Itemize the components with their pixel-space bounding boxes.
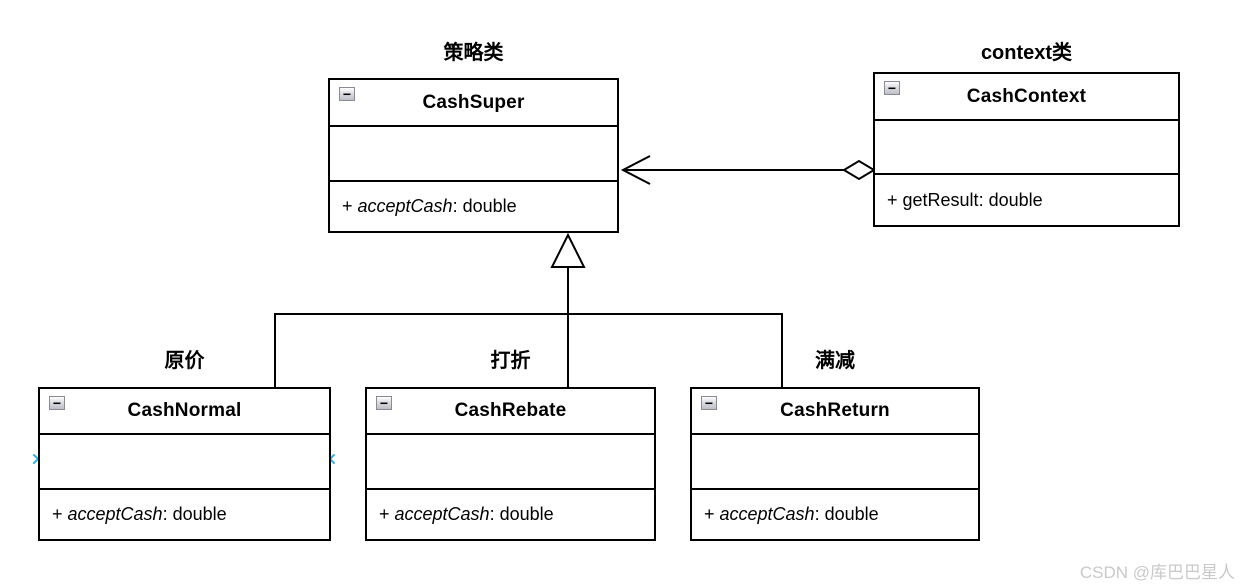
class-header: − CashContext bbox=[875, 74, 1178, 119]
aggregation-diamond-icon bbox=[842, 159, 876, 181]
class-header: − CashNormal bbox=[40, 389, 329, 433]
method-label: + acceptCash: double bbox=[379, 504, 554, 524]
class-name: CashReturn bbox=[780, 400, 890, 421]
collapse-icon[interactable]: − bbox=[49, 396, 65, 410]
class-box-cashnormal[interactable]: − CashNormal + acceptCash: double bbox=[38, 387, 331, 541]
caption-original-price: 原价 bbox=[164, 350, 205, 372]
collapse-icon[interactable]: − bbox=[376, 396, 392, 410]
open-arrowhead-icon bbox=[620, 155, 651, 185]
class-box-cashcontext[interactable]: − CashContext + getResult: double bbox=[873, 72, 1180, 227]
class-header: − CashReturn bbox=[692, 389, 978, 433]
caption-strategy-class: 策略类 bbox=[443, 42, 504, 64]
methods-compartment: + acceptCash: double bbox=[367, 488, 654, 539]
class-header: − CashSuper bbox=[330, 80, 617, 125]
aggregation-connector bbox=[620, 155, 876, 185]
collapse-icon[interactable]: − bbox=[339, 87, 355, 101]
class-name: CashRebate bbox=[454, 400, 567, 421]
class-name: CashContext bbox=[966, 85, 1087, 107]
attributes-compartment bbox=[692, 433, 978, 488]
caption-full-reduction: 满减 bbox=[815, 350, 855, 372]
method-label: + acceptCash: double bbox=[52, 504, 227, 524]
class-box-cashrebate[interactable]: − CashRebate + acceptCash: double bbox=[365, 387, 656, 541]
attributes-compartment bbox=[875, 119, 1178, 173]
methods-compartment: + acceptCash: double bbox=[330, 180, 617, 231]
methods-compartment: + getResult: double bbox=[875, 173, 1178, 225]
inheritance-triangle-icon bbox=[550, 232, 586, 268]
attributes-compartment bbox=[330, 125, 617, 180]
attributes-compartment bbox=[367, 433, 654, 488]
method-label: + acceptCash: double bbox=[704, 504, 879, 524]
method-label: + acceptCash: double bbox=[342, 196, 517, 216]
class-box-cashreturn[interactable]: − CashReturn + acceptCash: double bbox=[690, 387, 980, 541]
csdn-watermark: CSDN @库巴巴星人 bbox=[1079, 563, 1235, 582]
caption-context-class: context类 bbox=[980, 42, 1073, 64]
class-box-cashsuper[interactable]: − CashSuper + acceptCash: double bbox=[328, 78, 619, 233]
caption-discount: 打折 bbox=[490, 350, 531, 372]
methods-compartment: + acceptCash: double bbox=[40, 488, 329, 539]
attributes-compartment bbox=[40, 433, 329, 488]
method-label: + getResult: double bbox=[887, 189, 1043, 210]
class-name: CashSuper bbox=[422, 91, 525, 113]
methods-compartment: + acceptCash: double bbox=[692, 488, 978, 539]
class-name: CashNormal bbox=[127, 400, 242, 421]
class-header: − CashRebate bbox=[367, 389, 654, 433]
collapse-icon[interactable]: − bbox=[701, 396, 717, 410]
collapse-icon[interactable]: − bbox=[884, 81, 900, 95]
